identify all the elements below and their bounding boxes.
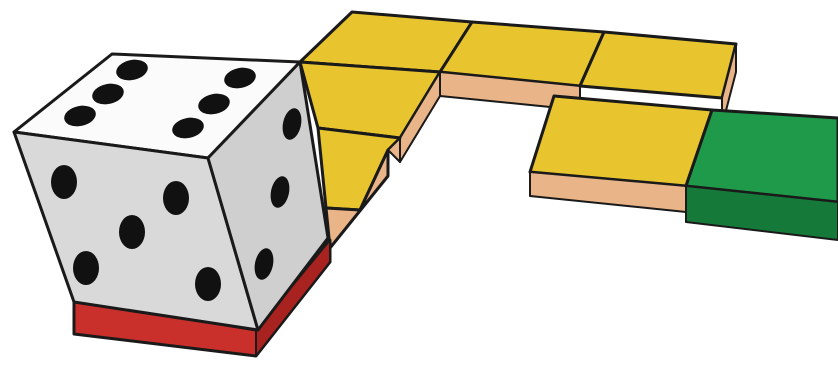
die — [14, 54, 328, 330]
path-tile-right-1 — [530, 96, 712, 212]
goal-tile — [686, 110, 838, 240]
